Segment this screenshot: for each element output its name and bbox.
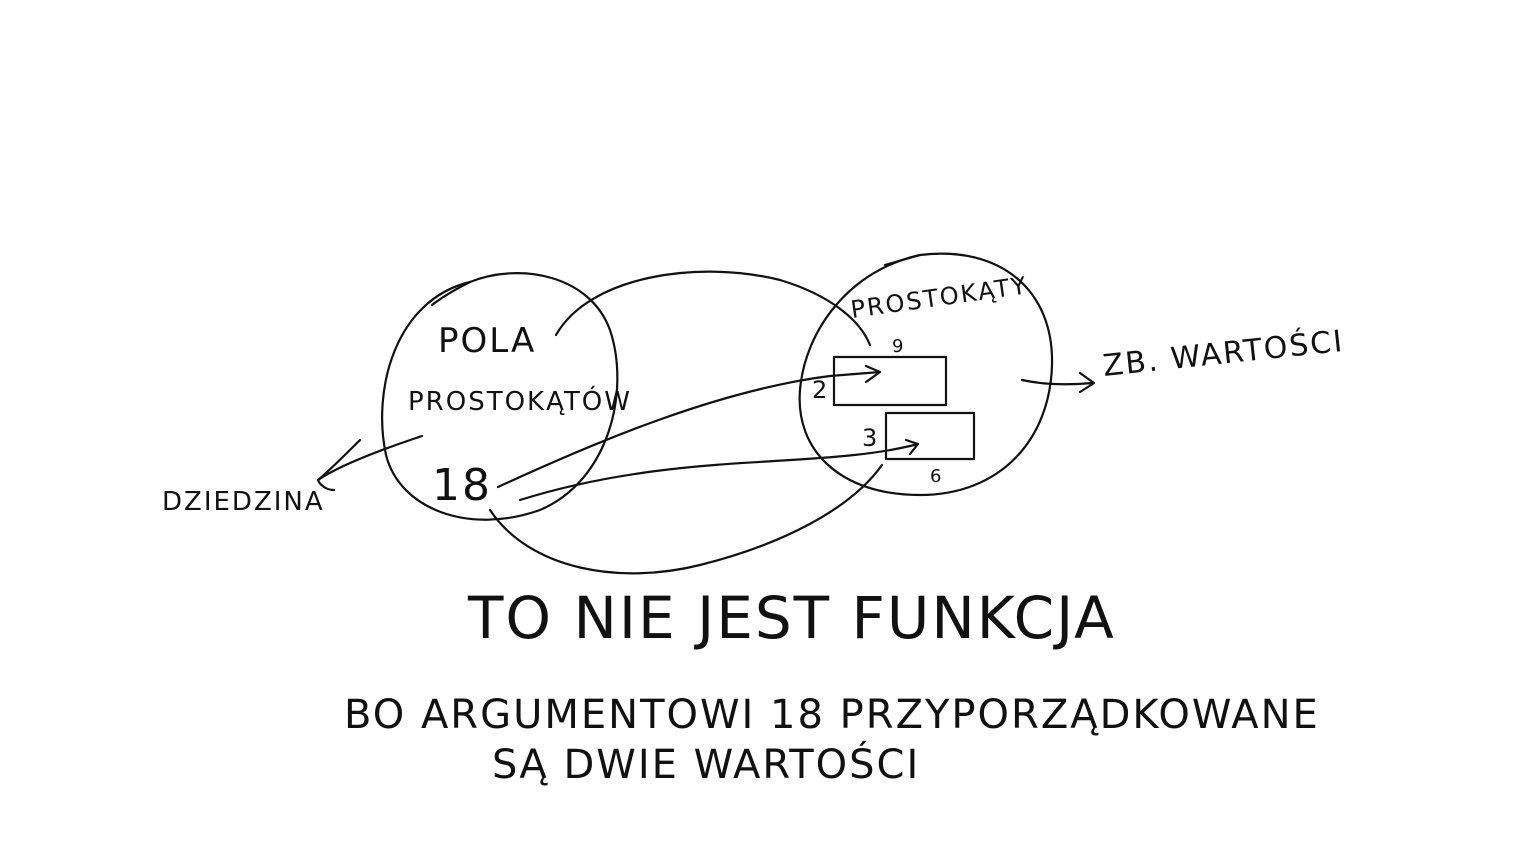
rectangle-a-shape bbox=[832, 355, 948, 407]
notes-explanation-line1: BO ARGUMENTOWI 18 PRZYPORZĄDKOWANE bbox=[344, 692, 1320, 738]
domain-set-ellipse bbox=[381, 272, 619, 521]
mapping-arrow-to-rect-b bbox=[518, 442, 920, 502]
rectangle-b-shape bbox=[884, 411, 976, 461]
mapping-arrowhead-a-icon bbox=[864, 364, 882, 384]
rectangle-a-side-label: 2 bbox=[812, 376, 829, 404]
domain-set-label-line2: PROSTOKĄTÓW bbox=[408, 385, 632, 417]
codomain-label: ZB. WARTOŚCI bbox=[1101, 322, 1346, 384]
codomain-top-dash bbox=[883, 253, 922, 267]
rectangle-a-top-label: 9 bbox=[892, 336, 905, 357]
mapping-arrowhead-b-icon bbox=[904, 438, 920, 456]
rectangle-b-bottom-label: 6 bbox=[930, 466, 943, 487]
notes-title: TO NIE JEST FUNKCJA bbox=[467, 584, 1116, 652]
domain-set-label-line1: POLA bbox=[438, 321, 536, 361]
codomain-set-label: PROSTOKĄTY bbox=[849, 271, 1030, 324]
codomain-arrowhead-icon bbox=[1078, 371, 1096, 394]
rectangle-b-side-label: 3 bbox=[862, 424, 879, 452]
domain-element-18: 18 bbox=[432, 460, 492, 511]
codomain-pointer-arrow bbox=[1020, 378, 1094, 386]
mapping-arrow-to-rect-a bbox=[496, 370, 882, 489]
domain-set-stroke-tick bbox=[430, 280, 472, 307]
relation-ellipse bbox=[488, 270, 884, 575]
codomain-set-ellipse bbox=[798, 252, 1054, 497]
domain-label: DZIEDZINA bbox=[162, 487, 325, 517]
notes-explanation-line2: SĄ DWIE WARTOŚCI bbox=[492, 740, 920, 788]
domain-pointer-line bbox=[316, 434, 424, 482]
domain-pointer-hook bbox=[316, 438, 362, 492]
